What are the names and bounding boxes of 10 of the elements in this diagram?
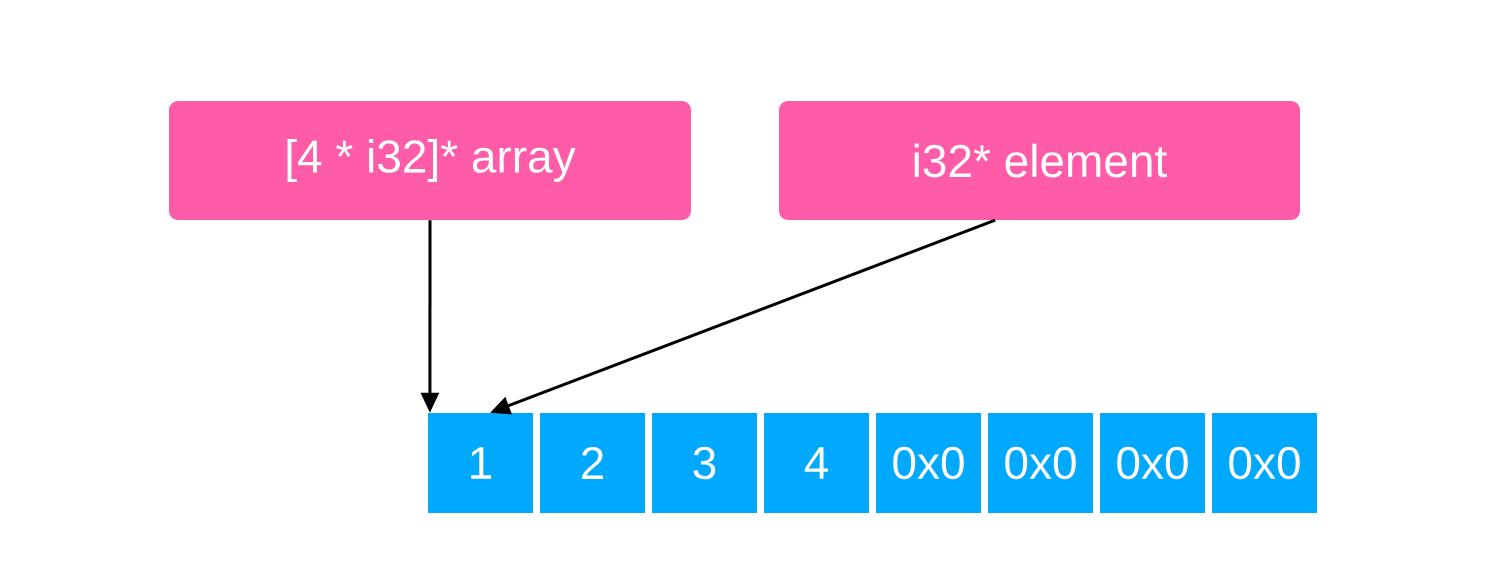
- array-cell: 0x0: [876, 413, 981, 513]
- array-cell: 0x0: [1212, 413, 1317, 513]
- array-cell: 1: [428, 413, 533, 513]
- array-cell: 2: [540, 413, 645, 513]
- array-cell: 3: [652, 413, 757, 513]
- array-cell: 0x0: [988, 413, 1093, 513]
- pointer-box: i32* element: [779, 101, 1300, 220]
- pointer-box: [4 * i32]* array: [169, 101, 691, 220]
- array-cell: 0x0: [1100, 413, 1205, 513]
- array-cell: 4: [764, 413, 869, 513]
